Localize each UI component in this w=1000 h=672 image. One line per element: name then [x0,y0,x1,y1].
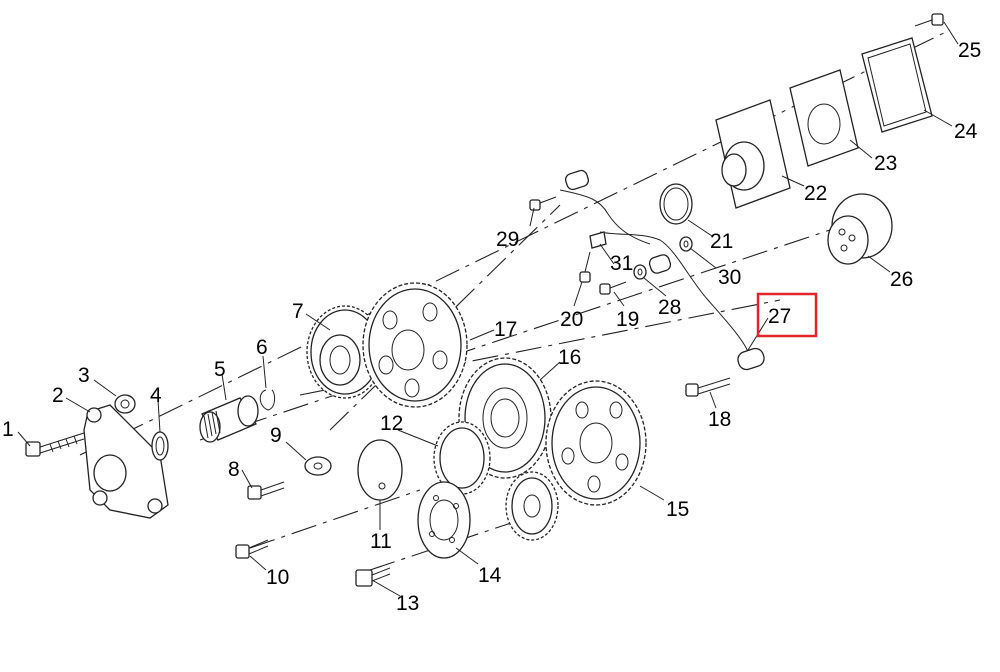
part-6-snap-ring [259,389,276,411]
part-19-bolt [599,281,627,295]
part-1-bolt [25,432,85,457]
part-4-ring [151,431,169,461]
part-labels: 1 2 3 4 5 6 7 8 9 10 11 12 13 14 15 16 1… [2,39,981,615]
highlight-box [756,292,818,338]
part-label: 22 [804,182,827,205]
part-23-gasket [789,69,859,167]
part-29-bolt [529,196,557,211]
part-24-cover [861,37,933,133]
part-label: 24 [954,120,978,143]
part-7-gear [306,305,384,399]
part-label: 11 [370,530,392,553]
part-label: 19 [616,308,639,331]
part-label: 25 [958,39,981,62]
part-label: 27 [768,305,791,328]
part-14-plate [417,481,471,559]
part-label: 23 [874,152,897,175]
part-label: 13 [396,592,419,615]
part-label: 15 [666,498,689,521]
part-label: 10 [266,566,289,589]
part-17-gear [362,282,468,408]
part-label: 18 [708,408,731,431]
part-10-bolt [235,539,269,559]
part-label: 5 [214,358,226,381]
part-label: 30 [718,266,741,289]
part-8-bolt [247,481,285,500]
part-label: 3 [78,364,90,387]
part-label: 9 [270,424,282,447]
part-label: 14 [478,564,502,587]
part-label: 12 [380,412,403,435]
part-27-oil-tube [559,169,765,371]
part-label: 21 [710,230,733,253]
part-label: 4 [150,384,162,407]
part-21-o-ring [659,183,693,225]
part-label: 26 [890,268,913,291]
part-label: 8 [228,458,240,481]
part-label: 2 [52,384,64,407]
part-label: 1 [2,418,14,441]
part-18-bolt [685,377,731,397]
part-26-hub [827,193,893,265]
part-label: 31 [610,252,633,275]
part-22-housing [715,99,791,209]
part-15-gear [545,380,647,506]
part-label: 7 [292,300,304,323]
part-3-bushing [114,394,136,414]
part-31-bracket [589,231,607,249]
part-label: 16 [558,346,581,369]
part-30-washer [679,236,693,252]
part-2-bracket [83,404,169,519]
part-12-gear [433,421,491,495]
part-25-bolt [914,13,944,27]
part-13-bolt [355,567,391,587]
part-20-bolt [579,251,591,283]
leader-lines [17,21,959,597]
idler-gear [505,471,559,541]
part-label: 28 [658,296,681,319]
part-5-shaft [199,395,259,443]
part-28-washer [633,264,647,280]
part-label: 17 [494,318,517,341]
part-label: 6 [256,336,268,359]
part-9-washer [304,456,332,476]
part-11-plate [357,439,403,501]
part-label: 20 [560,308,583,331]
part-label: 29 [496,228,519,251]
